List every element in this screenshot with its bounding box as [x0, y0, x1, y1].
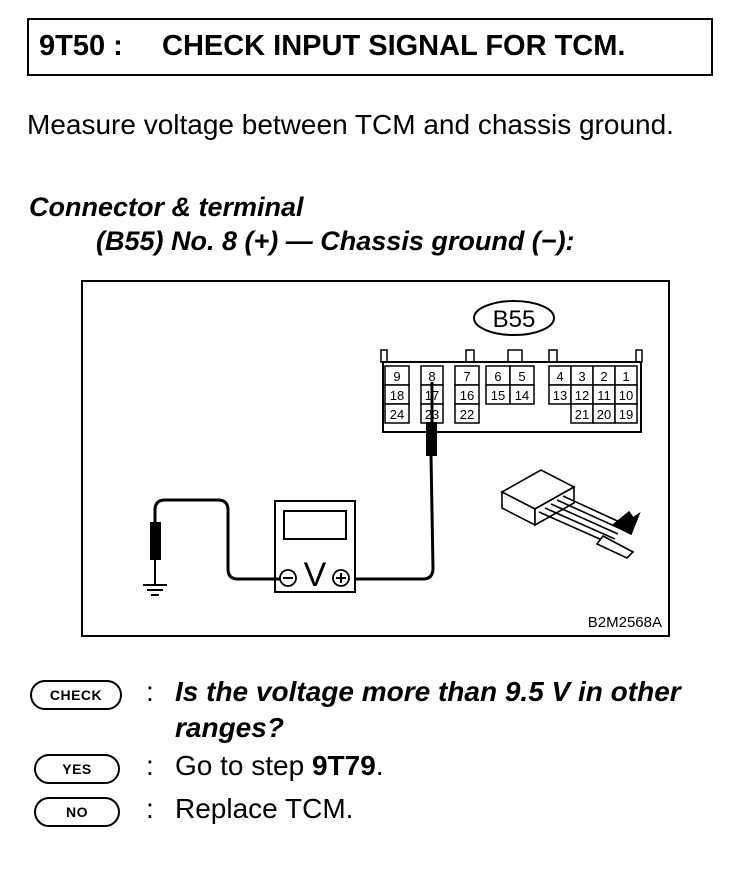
no-row: NO : Replace TCM.: [30, 793, 720, 833]
pin-15: 15: [491, 388, 505, 403]
pin-1: 1: [622, 369, 629, 384]
connector-terminal-spec: (B55) No. 8 (+) — Chassis ground (−):: [96, 226, 575, 256]
pin-21: 21: [575, 407, 589, 422]
yes-action: Go to step 9T79.: [175, 750, 384, 781]
figure-code: B2M2568A: [587, 614, 662, 631]
wiring-figure: B55: [81, 280, 670, 637]
step-title: CHECK INPUT SIGNAL FOR TCM.: [162, 30, 626, 62]
no-badge: NO: [34, 797, 120, 827]
pin-2: 2: [600, 369, 607, 384]
voltmeter-symbol: V: [304, 556, 327, 594]
probe-positive: [426, 422, 437, 456]
connector-illustration: [500, 469, 641, 559]
voltmeter-display: [283, 510, 347, 540]
connector-id-label: B55: [493, 306, 536, 333]
check-question: Is the voltage more than 9.5 V in other …: [175, 676, 681, 743]
step-id: 9T50 :: [39, 30, 123, 62]
yes-text: Go to step: [175, 750, 312, 781]
pin-7: 7: [463, 369, 470, 384]
pin-8: 8: [428, 369, 435, 384]
yes-badge: YES: [34, 754, 120, 784]
check-colon: :: [146, 676, 154, 707]
pin-10: 10: [619, 388, 633, 403]
pin-9: 9: [393, 369, 400, 384]
no-colon: :: [146, 793, 154, 824]
pin-20: 20: [597, 407, 611, 422]
pin-3: 3: [578, 369, 585, 384]
pin-11: 11: [597, 388, 611, 403]
pin-4: 4: [556, 369, 563, 384]
yes-colon: :: [146, 750, 154, 781]
pin-16: 16: [460, 388, 474, 403]
connector-heading: Connector & terminal: [29, 192, 304, 222]
yes-row: YES : Go to step 9T79.: [30, 750, 720, 790]
yes-step-link[interactable]: 9T79: [311, 750, 376, 781]
instruction-text: Measure voltage between TCM and chassis …: [27, 109, 674, 140]
pin-24: 24: [390, 407, 404, 422]
pin-13: 13: [553, 388, 567, 403]
pin-22: 22: [460, 407, 474, 422]
pin-18: 18: [390, 388, 404, 403]
pin-12: 12: [575, 388, 589, 403]
no-action: Replace TCM.: [175, 793, 354, 824]
negative-lead: [153, 498, 280, 581]
pin-5: 5: [518, 369, 525, 384]
wiring-diagram: B55: [143, 300, 643, 596]
step-title-box: 9T50 : CHECK INPUT SIGNAL FOR TCM.: [27, 18, 713, 76]
ground-icon: [143, 584, 167, 596]
check-row: CHECK : Is the voltage more than 9.5 V i…: [30, 676, 720, 756]
pin-19: 19: [619, 407, 633, 422]
pin-6: 6: [494, 369, 501, 384]
connector-id-ellipse: [473, 300, 555, 336]
check-badge: CHECK: [30, 680, 122, 710]
pin-14: 14: [515, 388, 529, 403]
positive-lead: [353, 455, 435, 581]
probe-negative: [150, 522, 161, 560]
